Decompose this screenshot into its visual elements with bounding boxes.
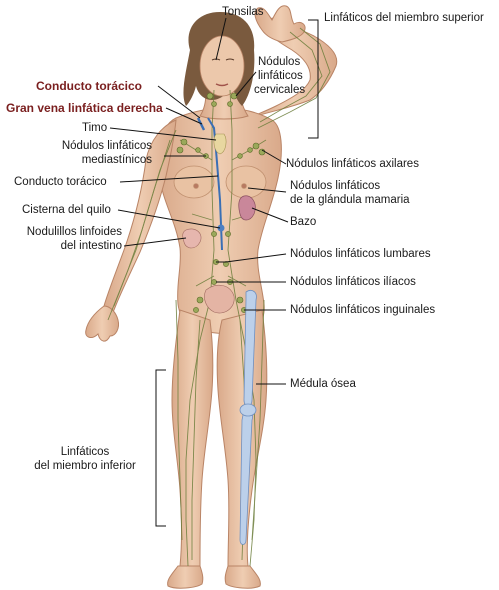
label-lower-limb-lymphatics-line2: del miembro inferior xyxy=(20,460,150,473)
label-lower-limb-lymphatics-line1: Linfáticos xyxy=(20,446,150,459)
label-intestinal-nodules-line2: del intestino xyxy=(6,240,122,253)
label-right-lymphatic-duct: Gran vena linfática derecha xyxy=(6,102,163,115)
face xyxy=(200,36,244,96)
label-axillary-nodes: Nódulos linfáticos axilares xyxy=(286,158,419,171)
label-bone-marrow: Médula ósea xyxy=(290,378,356,391)
head xyxy=(183,12,254,106)
label-thymus: Timo xyxy=(82,122,107,135)
label-intestinal-nodules-line1: Nodulillos linfoides xyxy=(6,226,122,239)
label-cervical-nodes-line2: linfáticos xyxy=(258,70,303,83)
label-inguinal-nodes: Nódulos linfáticos inguinales xyxy=(290,304,435,317)
label-iliac-nodes: Nódulos linfáticos ilíacos xyxy=(290,276,416,289)
label-cervical-nodes-line1: Nódulos xyxy=(258,56,300,69)
label-cervical-nodes-line3: cervicales xyxy=(254,84,305,97)
label-spleen: Bazo xyxy=(290,216,316,229)
label-mammary-nodes-line1: Nódulos linfáticos xyxy=(290,180,380,193)
label-mediastinal-nodes-line1: Nódulos linfáticos xyxy=(22,140,152,153)
label-upper-limb-lymphatics: Linfáticos del miembro superior xyxy=(324,12,484,25)
label-mammary-nodes-line2: de la glándula mamaria xyxy=(290,194,410,207)
label-tonsilas: Tonsilas xyxy=(222,6,264,19)
label-lumbar-nodes: Nódulos linfáticos lumbares xyxy=(290,248,431,261)
label-mediastinal-nodes-line2: mediastínicos xyxy=(22,154,152,167)
label-cisterna-chyli: Cisterna del quilo xyxy=(22,204,111,217)
label-thoracic-duct: Conducto torácico xyxy=(14,176,107,189)
label-thoracic-duct-red: Conducto torácico xyxy=(36,80,142,93)
